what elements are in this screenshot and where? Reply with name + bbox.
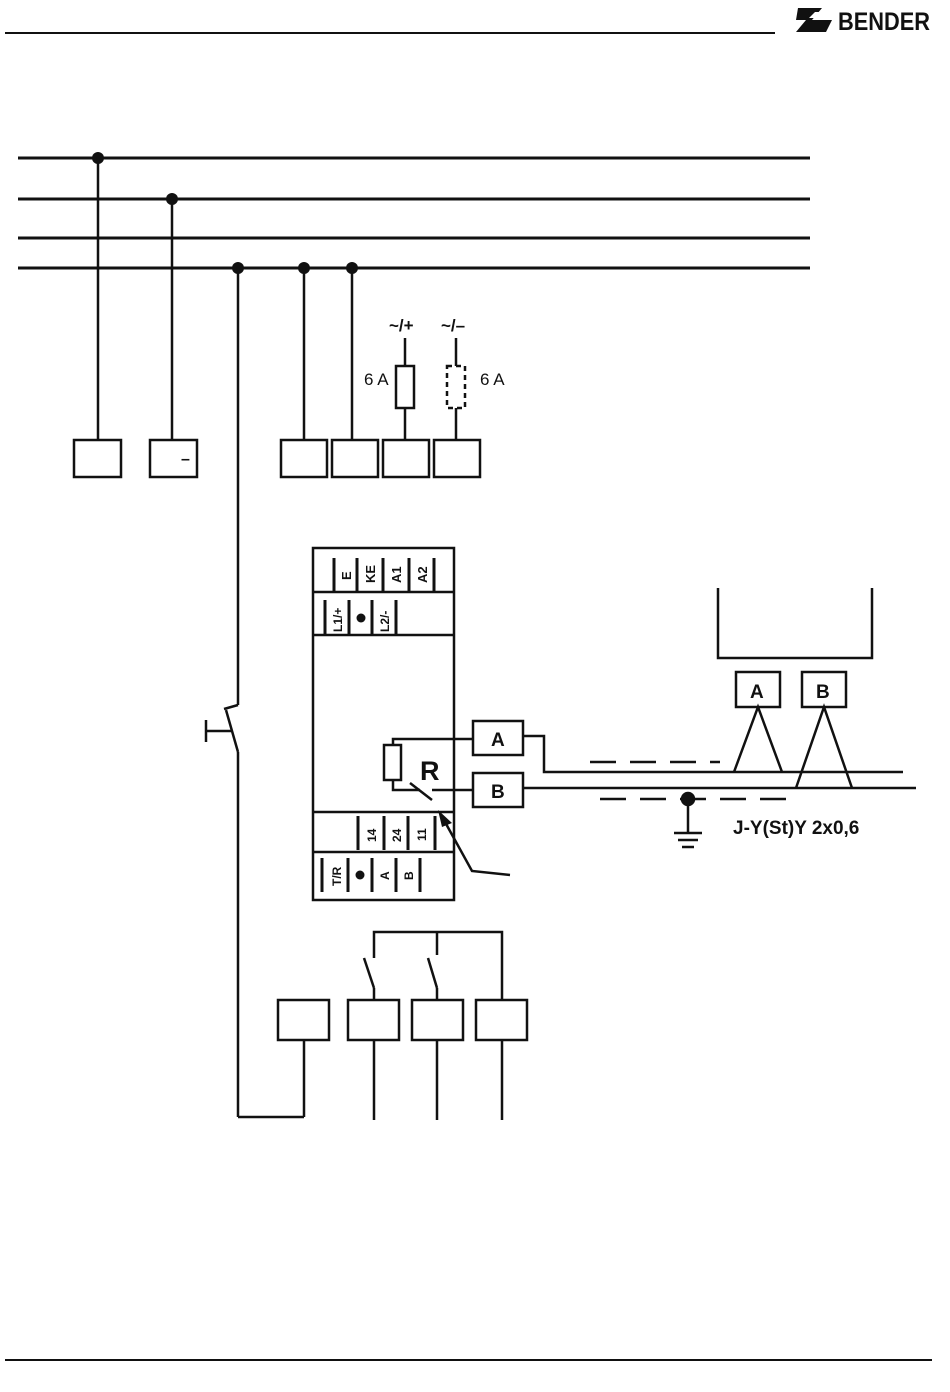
bus-terminal-a-label: A [491, 730, 505, 751]
terminal-strip-upper: L1/+ L2/- [325, 600, 396, 634]
terminal-minus-mark: – [181, 451, 190, 468]
remote-terminal-b-label: B [816, 682, 830, 703]
supply-bus-lines [18, 158, 810, 268]
terminal-dot-bus [356, 871, 365, 880]
bus-terminal-b-label: B [491, 782, 505, 803]
fuse-rating-left: 6 A [364, 370, 389, 389]
fuse-rating-right: 6 A [480, 370, 505, 389]
terminal-dot [357, 614, 366, 623]
resistor-icon [384, 745, 401, 780]
terminal-bus-a: A [378, 871, 392, 880]
resistor-label: R [420, 756, 440, 786]
terminal-11: 11 [415, 828, 429, 841]
terminal-a2: A2 [415, 566, 430, 583]
terminal-strip-bus: T/R A B [322, 858, 420, 892]
relay-contacts [364, 932, 502, 1000]
terminal-a1: A1 [389, 566, 404, 583]
cable-type-label: J-Y(St)Y 2x0,6 [733, 818, 859, 839]
lower-terminal-boxes [278, 1000, 527, 1040]
terminal-14: 14 [365, 828, 379, 842]
fuse-wires [405, 338, 456, 440]
terminal-l2-minus: L2/- [378, 611, 392, 632]
switch-icon [206, 705, 304, 1117]
remote-unit-outline [718, 588, 872, 658]
terminal-24: 24 [390, 828, 404, 842]
terminal-bus-b: B [402, 871, 416, 880]
bender-logo-icon [796, 8, 832, 32]
terminal-strip-top: E KE A1 A2 [334, 558, 434, 591]
remote-terminal-a-label: A [750, 682, 764, 703]
ground-icon [674, 793, 702, 847]
supply-minus-label: ~/– [441, 316, 465, 335]
terminal-e: E [339, 571, 354, 580]
terminal-tr: T/R [330, 866, 344, 886]
junction-dots [92, 152, 358, 274]
terminal-strip-relay: 14 24 11 [358, 816, 435, 850]
fuse-icon [396, 366, 414, 408]
remote-loop-wires [734, 707, 852, 788]
outgoing-wires [374, 1040, 502, 1120]
supply-plus-label: ~/+ [389, 316, 414, 335]
optional-fuse-icon [447, 366, 465, 408]
upper-terminal-boxes [74, 440, 480, 477]
terminal-l1-plus: L1/+ [331, 608, 345, 632]
brand-name: BENDER [838, 8, 930, 36]
pointer-arrow-icon [438, 810, 510, 875]
terminal-ke: KE [363, 565, 378, 583]
